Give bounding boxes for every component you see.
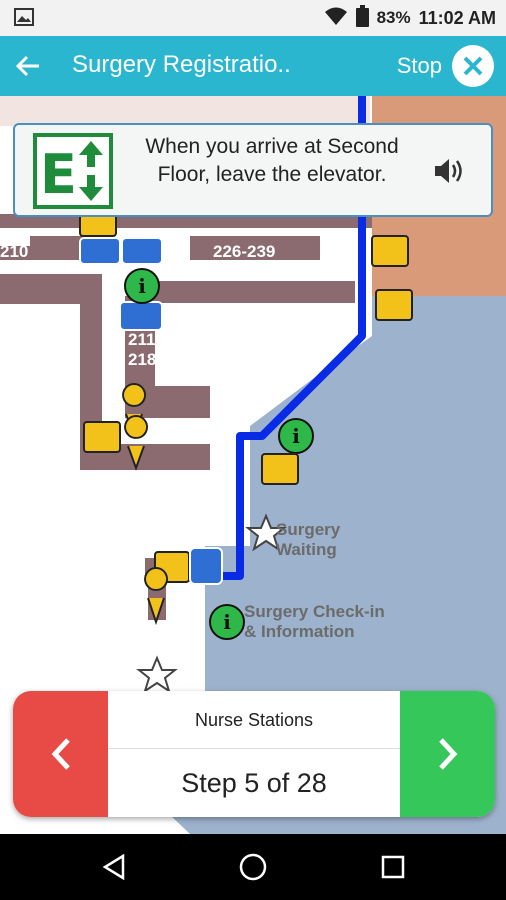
battery-icon — [355, 4, 369, 32]
speaker-icon[interactable] — [431, 153, 467, 189]
system-nav-bar — [0, 834, 506, 900]
checkin-label: Surgery Check-in & Information — [244, 602, 385, 641]
page-title: Surgery Registratio.. — [72, 51, 291, 78]
battery-percent: 83% — [376, 8, 411, 27]
image-icon — [14, 8, 34, 31]
svg-text:i: i — [223, 610, 231, 634]
surgery-waiting-label: Surgery Waiting — [276, 520, 341, 559]
elevator-icon: E — [33, 133, 113, 209]
chevron-right-icon — [438, 738, 457, 770]
exit-arrow-icon[interactable] — [79, 213, 117, 237]
app-bar: Surgery Registratio.. Stop — [0, 36, 506, 96]
wifi-icon — [324, 6, 348, 31]
exit-arrow-icon[interactable] — [375, 289, 413, 321]
exit-arrow-icon[interactable] — [371, 235, 409, 267]
room-label-210: 210 — [0, 242, 29, 261]
room-label-211-218: 211 218 — [128, 330, 157, 369]
info-icon[interactable]: i — [124, 268, 160, 304]
stop-button[interactable]: Stop — [397, 45, 494, 87]
stop-label: Stop — [396, 53, 442, 78]
close-icon — [452, 45, 494, 87]
svg-text:i: i — [138, 274, 146, 298]
back-triangle-icon[interactable] — [96, 849, 132, 885]
status-bar: 83% 11:02 AM — [0, 0, 506, 36]
previous-step-button[interactable] — [13, 691, 108, 817]
step-card: Nurse Stations Step 5 of 28 — [13, 691, 495, 817]
star-icon[interactable] — [245, 513, 287, 552]
location-pin-icon[interactable] — [144, 567, 169, 626]
room-label-226-239: 226-239 — [213, 242, 276, 261]
exit-arrow-icon[interactable] — [261, 453, 299, 485]
recents-square-icon[interactable] — [375, 849, 411, 885]
chevron-left-icon — [51, 738, 70, 770]
info-icon[interactable]: i — [278, 418, 314, 454]
instruction-text: When you arrive at Second Floor, leave t… — [145, 135, 399, 186]
step-name: Nurse Stations — [108, 691, 400, 749]
home-circle-icon[interactable] — [235, 849, 271, 885]
clock-time: 11:02 AM — [418, 7, 496, 28]
star-icon[interactable] — [136, 655, 178, 694]
next-step-button[interactable] — [400, 691, 495, 817]
step-counter: Step 5 of 28 — [181, 768, 327, 798]
bed-icon[interactable] — [79, 237, 163, 331]
info-icon[interactable]: i — [209, 604, 245, 640]
restaurant-icon[interactable] — [189, 547, 223, 585]
svg-text:E: E — [40, 143, 77, 205]
location-pin-icon[interactable] — [124, 415, 149, 471]
step-info: Nurse Stations Step 5 of 28 — [108, 691, 400, 817]
back-button[interactable] — [8, 46, 48, 86]
back-arrow-icon — [15, 55, 39, 77]
exit-arrow-icon[interactable] — [83, 421, 121, 453]
svg-text:i: i — [292, 424, 300, 448]
instruction-card: E When you arrive at Second Floor, leave… — [13, 123, 493, 217]
